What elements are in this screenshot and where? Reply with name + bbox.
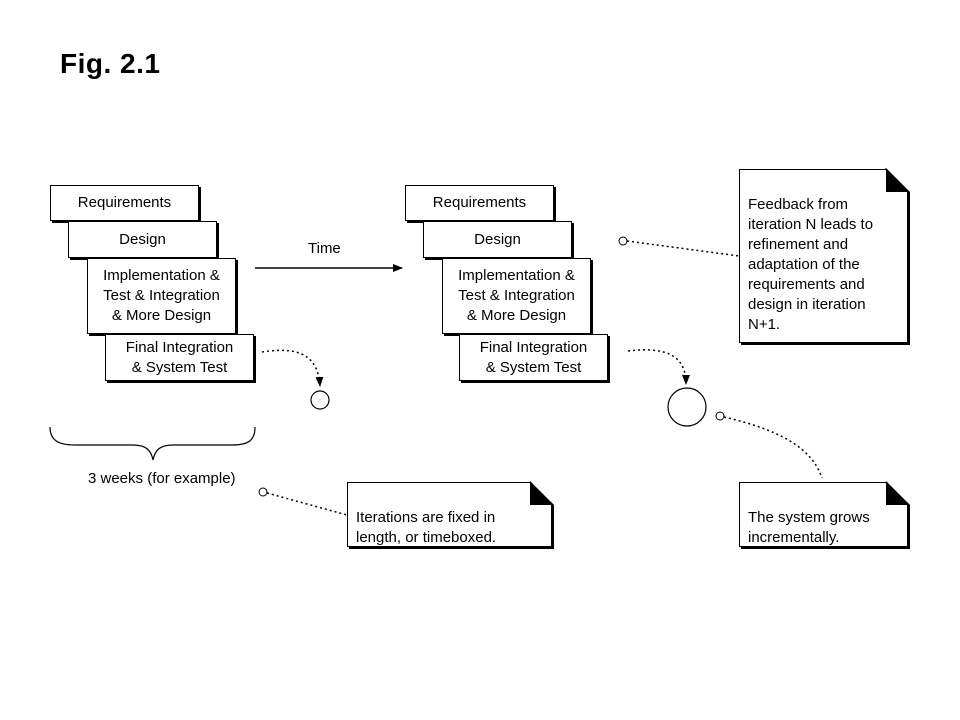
timeboxed-connector-dot xyxy=(258,487,268,497)
feedback-note: Feedback from iteration N leads to refin… xyxy=(739,169,908,343)
final-integration-box-left: Final Integration & System Test xyxy=(105,334,254,381)
small-system-circle xyxy=(310,390,330,410)
requirements-box-right: Requirements xyxy=(405,185,554,221)
implementation-box-right: Implementation & Test & Integration & Mo… xyxy=(442,258,591,334)
grows-note-text: The system grows incrementally. xyxy=(748,509,870,546)
duration-label: 3 weeks (for example) xyxy=(88,470,236,487)
timeboxed-note-text: Iterations are fixed in length, or timeb… xyxy=(356,509,497,546)
requirements-box-left: Requirements xyxy=(50,185,199,221)
feedback-note-fold xyxy=(885,168,910,192)
final-integration-box-right: Final Integration & System Test xyxy=(459,334,608,381)
grows-connector-line xyxy=(723,416,823,479)
time-label: Time xyxy=(308,240,341,257)
large-system-circle xyxy=(667,387,707,427)
grows-connector-dot xyxy=(715,411,725,421)
feedback-connector-line xyxy=(626,240,740,257)
design-box-right: Design xyxy=(423,221,572,258)
design-box-left: Design xyxy=(68,221,217,258)
left-growth-arrow xyxy=(261,349,324,387)
feedback-note-text: Feedback from iteration N leads to refin… xyxy=(748,196,874,333)
timeboxed-connector-line xyxy=(266,492,348,516)
feedback-connector-dot xyxy=(618,236,628,246)
grows-note-fold xyxy=(886,481,910,505)
figure-title: Fig. 2.1 xyxy=(60,48,161,79)
timeboxed-note-fold xyxy=(530,481,554,505)
right-growth-arrow xyxy=(627,349,690,385)
grows-note: The system grows incrementally. xyxy=(739,482,908,547)
duration-brace xyxy=(49,426,256,461)
implementation-box-left: Implementation & Test & Integration & Mo… xyxy=(87,258,236,334)
timeboxed-note: Iterations are fixed in length, or timeb… xyxy=(347,482,552,547)
